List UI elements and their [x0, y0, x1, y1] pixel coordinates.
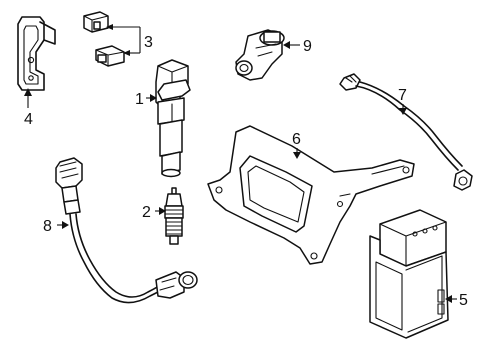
callout-2-leader [155, 207, 166, 215]
callout-3: 3 [144, 34, 153, 51]
callout-8-leader [57, 221, 69, 229]
ignition-coil-part-1 [155, 59, 191, 178]
callout-2: 2 [142, 204, 151, 221]
sensor-part-3-upper [83, 11, 109, 33]
knock-sensor-part-7 [339, 73, 473, 191]
callout-6-leader [293, 148, 301, 159]
callout-9-leader [283, 41, 300, 49]
mounting-bracket-part-6 [207, 125, 415, 265]
callout-5-leader [445, 295, 457, 303]
ecu-module-part-5 [369, 209, 449, 339]
crank-sensor-part-8 [55, 157, 198, 304]
callout-4: 4 [24, 111, 33, 128]
callout-7: 7 [398, 87, 407, 104]
callout-3-leader [106, 24, 141, 56]
position-sensor-part-9 [235, 29, 285, 81]
callout-4-leader [24, 88, 32, 108]
callout-1: 1 [135, 91, 144, 108]
sensor-part-3-lower [95, 45, 125, 67]
callout-8: 8 [43, 218, 52, 235]
bracket-part-4 [17, 16, 56, 91]
spark-plug-part-2 [164, 187, 184, 245]
callout-7-leader [399, 104, 407, 115]
callout-5: 5 [459, 292, 468, 309]
callout-9: 9 [303, 38, 312, 55]
callout-1-leader [146, 94, 157, 102]
callout-6: 6 [292, 131, 301, 148]
